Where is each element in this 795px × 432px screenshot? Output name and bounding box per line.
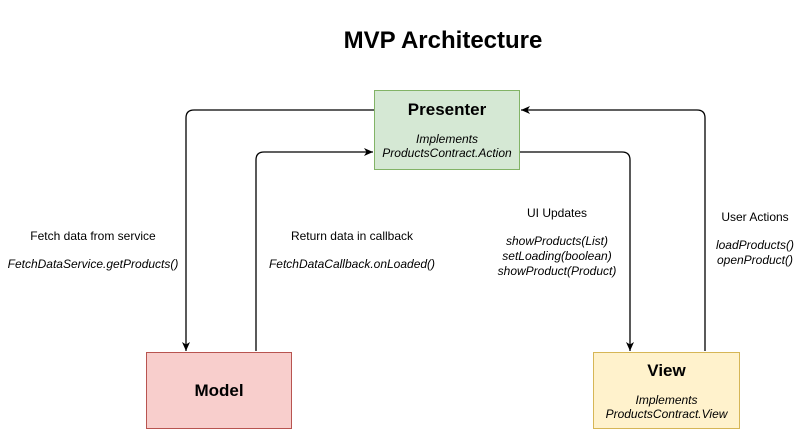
node-presenter-subtitle: Implements ProductsContract.Action bbox=[382, 132, 511, 160]
edge-methods: loadProducts() openProduct() bbox=[713, 238, 795, 268]
edge-method: setLoading(boolean) bbox=[502, 249, 612, 263]
diagram-title: MVP Architecture bbox=[343, 27, 543, 54]
edge-caption: UI Updates bbox=[526, 206, 588, 220]
edge-label-user-actions: User Actions loadProducts() openProduct(… bbox=[713, 210, 795, 268]
edge-caption: Fetch data from service bbox=[30, 229, 156, 243]
edge-caption: User Actions bbox=[721, 210, 789, 224]
node-view-title: View bbox=[647, 360, 686, 380]
node-view: View Implements ProductsContract.View bbox=[593, 352, 740, 429]
node-model-title: Model bbox=[194, 381, 244, 400]
node-presenter: Presenter Implements ProductsContract.Ac… bbox=[374, 90, 520, 170]
node-view-subtitle-line: Implements bbox=[635, 392, 698, 407]
edge-method: showProduct(Product) bbox=[497, 264, 617, 278]
edge-label-ui-updates: UI Updates showProducts(List) setLoading… bbox=[492, 206, 622, 279]
edge-method: showProducts(List) bbox=[505, 234, 609, 248]
node-view-subtitle: Implements ProductsContract.View bbox=[606, 393, 728, 421]
edge-methods: showProducts(List) setLoading(boolean) s… bbox=[492, 234, 622, 279]
edge-methods: FetchDataService.getProducts() bbox=[2, 257, 184, 272]
edge-caption: Return data in callback bbox=[290, 229, 414, 243]
edge-method: FetchDataCallback.onLoaded() bbox=[268, 257, 436, 271]
node-presenter-subtitle-line: ProductsContract.Action bbox=[382, 146, 512, 160]
edge-methods: FetchDataCallback.onLoaded() bbox=[262, 257, 442, 272]
node-view-subtitle-line: ProductsContract.View bbox=[605, 406, 728, 421]
edge-method: loadProducts() bbox=[715, 238, 795, 252]
node-model: Model bbox=[146, 352, 292, 429]
edge-method: FetchDataService.getProducts() bbox=[7, 257, 179, 271]
edge-label-return-data: Return data in callback FetchDataCallbac… bbox=[262, 229, 442, 272]
edge-method: openProduct() bbox=[716, 253, 794, 267]
node-presenter-subtitle-line: Implements bbox=[415, 132, 479, 146]
node-presenter-title: Presenter bbox=[407, 100, 487, 119]
edge-label-fetch-data: Fetch data from service FetchDataService… bbox=[2, 229, 184, 272]
